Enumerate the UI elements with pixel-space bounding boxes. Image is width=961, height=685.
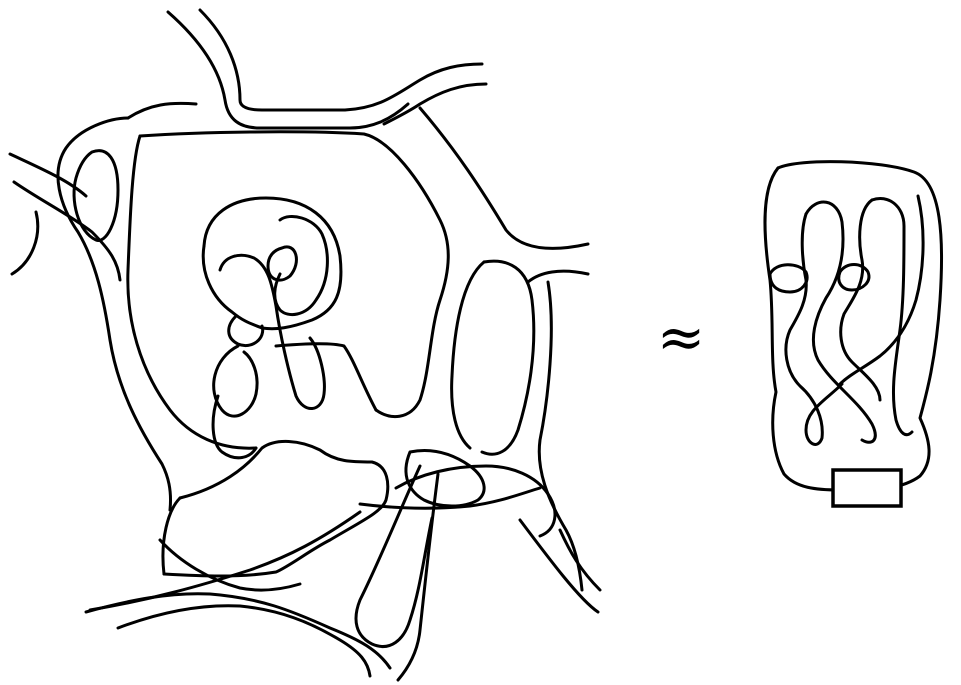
network-strand	[396, 472, 440, 682]
network-strand	[418, 106, 590, 250]
network-strand	[450, 260, 486, 450]
twist-box	[831, 468, 903, 508]
knot-crossing	[837, 263, 871, 292]
simplified-knot-with-box	[763, 160, 944, 508]
network-strand	[158, 538, 302, 592]
central-knot-strand	[202, 196, 343, 331]
tangled-network-diagram	[8, 8, 602, 682]
network-strand	[518, 518, 600, 614]
network-strand	[10, 210, 40, 276]
knot-outer-strand	[763, 166, 842, 492]
knot-inner-strand	[870, 197, 914, 437]
knot-crossing	[768, 263, 809, 294]
network-strand	[116, 604, 372, 678]
network-strand	[162, 440, 390, 578]
network-strand	[72, 149, 120, 242]
approximately-equal-symbol: ≈	[656, 303, 706, 371]
network-strand	[480, 259, 536, 456]
central-knot-strand	[211, 394, 258, 460]
network-strand	[526, 269, 590, 284]
network-strand	[12, 180, 122, 282]
network-strand	[358, 486, 542, 510]
central-knot-strand	[227, 314, 265, 347]
central-knot-strand	[201, 244, 264, 330]
knot-inner-strand	[838, 194, 925, 386]
network-strand	[88, 510, 362, 612]
network-strand	[138, 130, 450, 419]
network-strand	[126, 134, 258, 450]
network-strand	[126, 101, 198, 120]
network-strand	[404, 449, 486, 508]
central-knot-strand	[212, 344, 259, 418]
central-knot-strand	[218, 253, 326, 410]
knot-inner-strand	[839, 198, 882, 402]
network-strand	[166, 10, 410, 130]
network-strand	[161, 496, 182, 576]
network-strand	[198, 8, 484, 112]
network-strand	[394, 464, 557, 538]
knot-inner-strand	[804, 200, 877, 444]
network-strand	[354, 464, 434, 648]
central-knot-strand	[266, 245, 298, 282]
network-strand	[56, 116, 172, 512]
central-knot-strand	[274, 342, 378, 412]
central-knot-strand	[273, 215, 329, 317]
network-strand	[558, 528, 602, 592]
network-strand	[382, 82, 488, 126]
network-strand	[537, 280, 584, 592]
network-strand	[8, 152, 88, 198]
knot-outer-strand	[776, 160, 944, 492]
